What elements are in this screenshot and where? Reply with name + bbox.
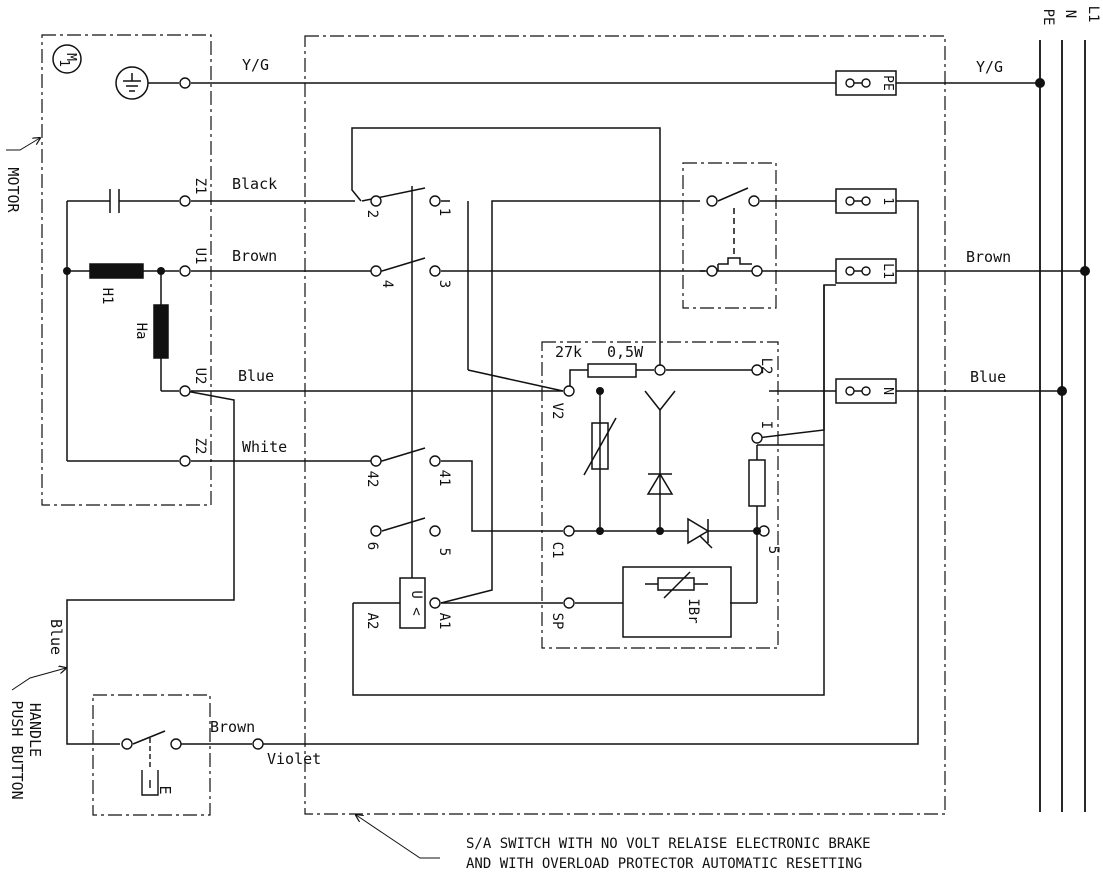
terminal-pe	[835, 70, 897, 96]
handle-label-line2: PUSH BUTTON	[8, 700, 26, 799]
block-n-label: N	[880, 387, 895, 395]
thyristor	[687, 517, 710, 545]
node-sp: SP	[549, 613, 565, 630]
contact-5: 5	[436, 548, 452, 556]
contact-4: 4	[379, 280, 395, 288]
brake-controller	[622, 566, 732, 638]
brake-module-internal	[467, 201, 825, 638]
contact-2: 2	[364, 210, 380, 218]
bus-l1: L1	[1085, 6, 1101, 23]
node-v2: V2	[549, 403, 565, 420]
node-c1: C1	[549, 542, 565, 559]
wire-black: Black	[232, 175, 277, 193]
wire-brown-mains: Brown	[966, 248, 1011, 266]
terminal-n	[835, 378, 897, 404]
motor-enclosure	[41, 34, 212, 506]
wire-blue-mains: Blue	[970, 368, 1006, 386]
motor-symbol	[52, 44, 82, 74]
winding-ha-label: Ha	[133, 323, 149, 340]
switch-enclosure	[304, 35, 946, 815]
fuse	[748, 459, 766, 507]
resistor-value: 27k	[555, 343, 582, 361]
handle-label-line1: HANDLE	[26, 703, 44, 757]
switch-contacts	[258, 127, 919, 745]
term-z2: Z2	[192, 438, 208, 455]
contact-3: 3	[436, 280, 452, 288]
contact-6: 6	[364, 542, 380, 550]
terminal-circles	[121, 77, 871, 750]
term-z1: Z1	[192, 178, 208, 195]
term-u2: U2	[192, 368, 208, 385]
overload-protector	[700, 187, 836, 272]
block-l1-label: L1	[880, 263, 895, 279]
ibr-label: IBr	[685, 598, 701, 623]
relay-label: U <	[408, 590, 424, 615]
motor-label: MOTOR	[4, 167, 22, 213]
earth-icon	[115, 66, 149, 100]
bus-pe: PE	[1040, 9, 1056, 26]
contact-41: 41	[436, 470, 452, 487]
handle-wiring	[66, 390, 252, 745]
block-1-label: 1	[880, 197, 895, 205]
capacitor-icon	[109, 189, 120, 213]
terminal-blocks	[835, 70, 897, 404]
terminal-l1	[835, 258, 897, 284]
push-button-enclosure	[92, 694, 211, 816]
wire-blue-handle: Blue	[47, 619, 65, 655]
resistor-power: 0,5W	[607, 343, 644, 361]
node-5: 5	[765, 546, 781, 554]
node-l2: L2	[758, 358, 774, 375]
wire-white: White	[242, 438, 287, 456]
terminal-1	[835, 188, 897, 214]
winding-h1-label: H1	[99, 288, 115, 305]
varistor	[591, 422, 609, 470]
terminal-wires	[769, 270, 1085, 392]
motor-output-wires	[191, 200, 563, 462]
motor-symbol-phase: 1	[56, 59, 71, 67]
dashed-enclosures	[41, 34, 946, 816]
overload-enclosure	[682, 162, 777, 309]
contact-42: 42	[364, 471, 380, 488]
motor-internal-wiring	[52, 44, 179, 462]
diode	[646, 472, 674, 495]
wire-yg-left: Y/G	[242, 56, 269, 74]
node-i: I	[758, 421, 774, 429]
mains-buses	[1039, 40, 1086, 812]
resistor-27k	[587, 363, 637, 378]
wire-violet: Violet	[267, 750, 321, 768]
contact-a1: A1	[436, 613, 452, 630]
leader-arrows	[6, 138, 440, 859]
block-pe-label: PE	[880, 75, 895, 91]
wire-brown-handle: Brown	[210, 718, 255, 736]
wire-brown-motor: Brown	[232, 247, 277, 265]
push-button-symbol	[141, 738, 159, 796]
push-button-e: E	[156, 785, 174, 794]
motor-symbol-m: M	[63, 53, 78, 61]
winding-h1	[89, 263, 144, 279]
bus-n: N	[1062, 10, 1078, 18]
term-u1: U1	[192, 248, 208, 265]
note-line2: AND WITH OVERLOAD PROTECTOR AUTOMATIC RE…	[466, 856, 862, 872]
winding-ha	[153, 304, 169, 359]
junction-dots	[63, 78, 1090, 535]
note-line1: S/A SWITCH WITH NO VOLT RELAISE ELECTRON…	[466, 836, 871, 852]
contact-a2: A2	[364, 613, 380, 630]
wire-blue-motor: Blue	[238, 367, 274, 385]
wire-yg-right: Y/G	[976, 58, 1003, 76]
adjustable-resistor	[657, 577, 695, 591]
contact-1: 1	[436, 208, 452, 216]
labels: M 1 MOTOR Z1 U1 U2 Z2 H1 Ha Y/G Y/G Blac…	[4, 6, 1101, 872]
